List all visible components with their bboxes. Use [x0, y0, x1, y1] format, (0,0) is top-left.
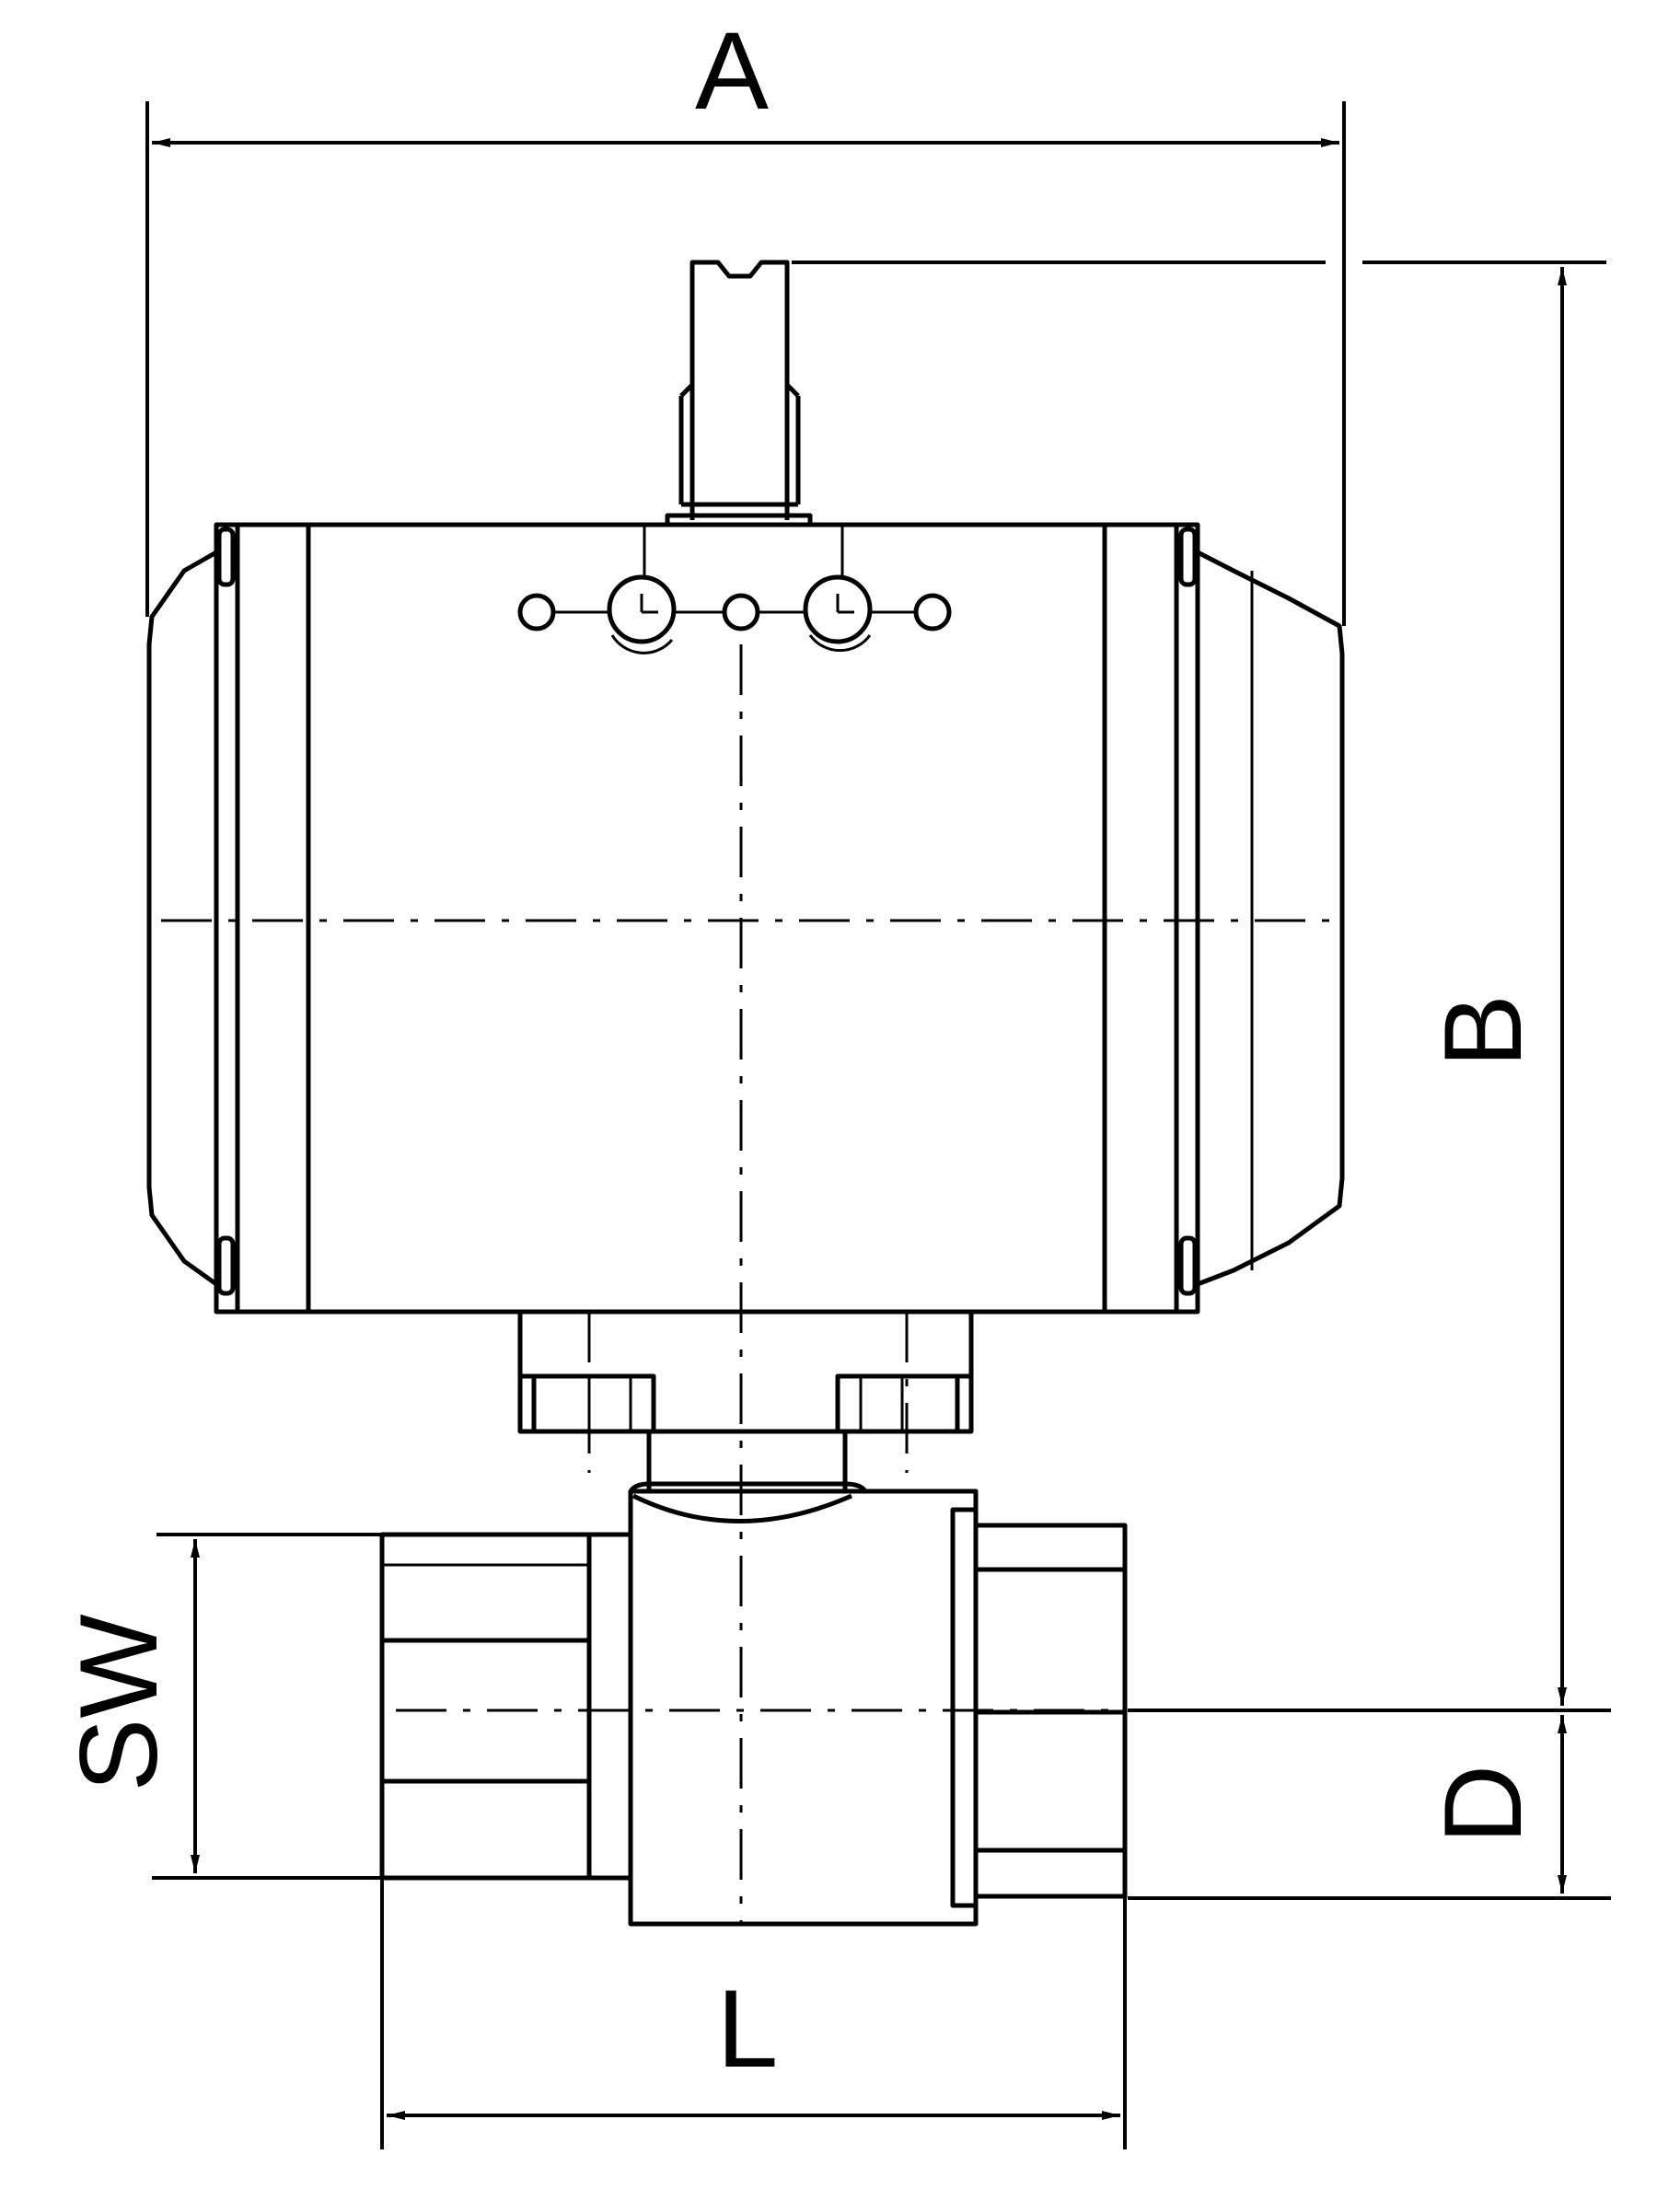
valve-body: [379, 1481, 1128, 1927]
center-lines: [161, 644, 1330, 1924]
dimension-l: [380, 1878, 1127, 2149]
label-sw: SW: [57, 1614, 180, 1791]
dimension-a: [145, 101, 1346, 626]
label-d: D: [1421, 1765, 1545, 1845]
dimension-sw: [152, 1533, 589, 1880]
actuator-body: [146, 260, 1345, 1315]
label-l: L: [717, 1967, 779, 2091]
label-a: A: [695, 9, 769, 133]
label-b: B: [1421, 994, 1545, 1068]
dimension-b-d: [792, 261, 1611, 1900]
